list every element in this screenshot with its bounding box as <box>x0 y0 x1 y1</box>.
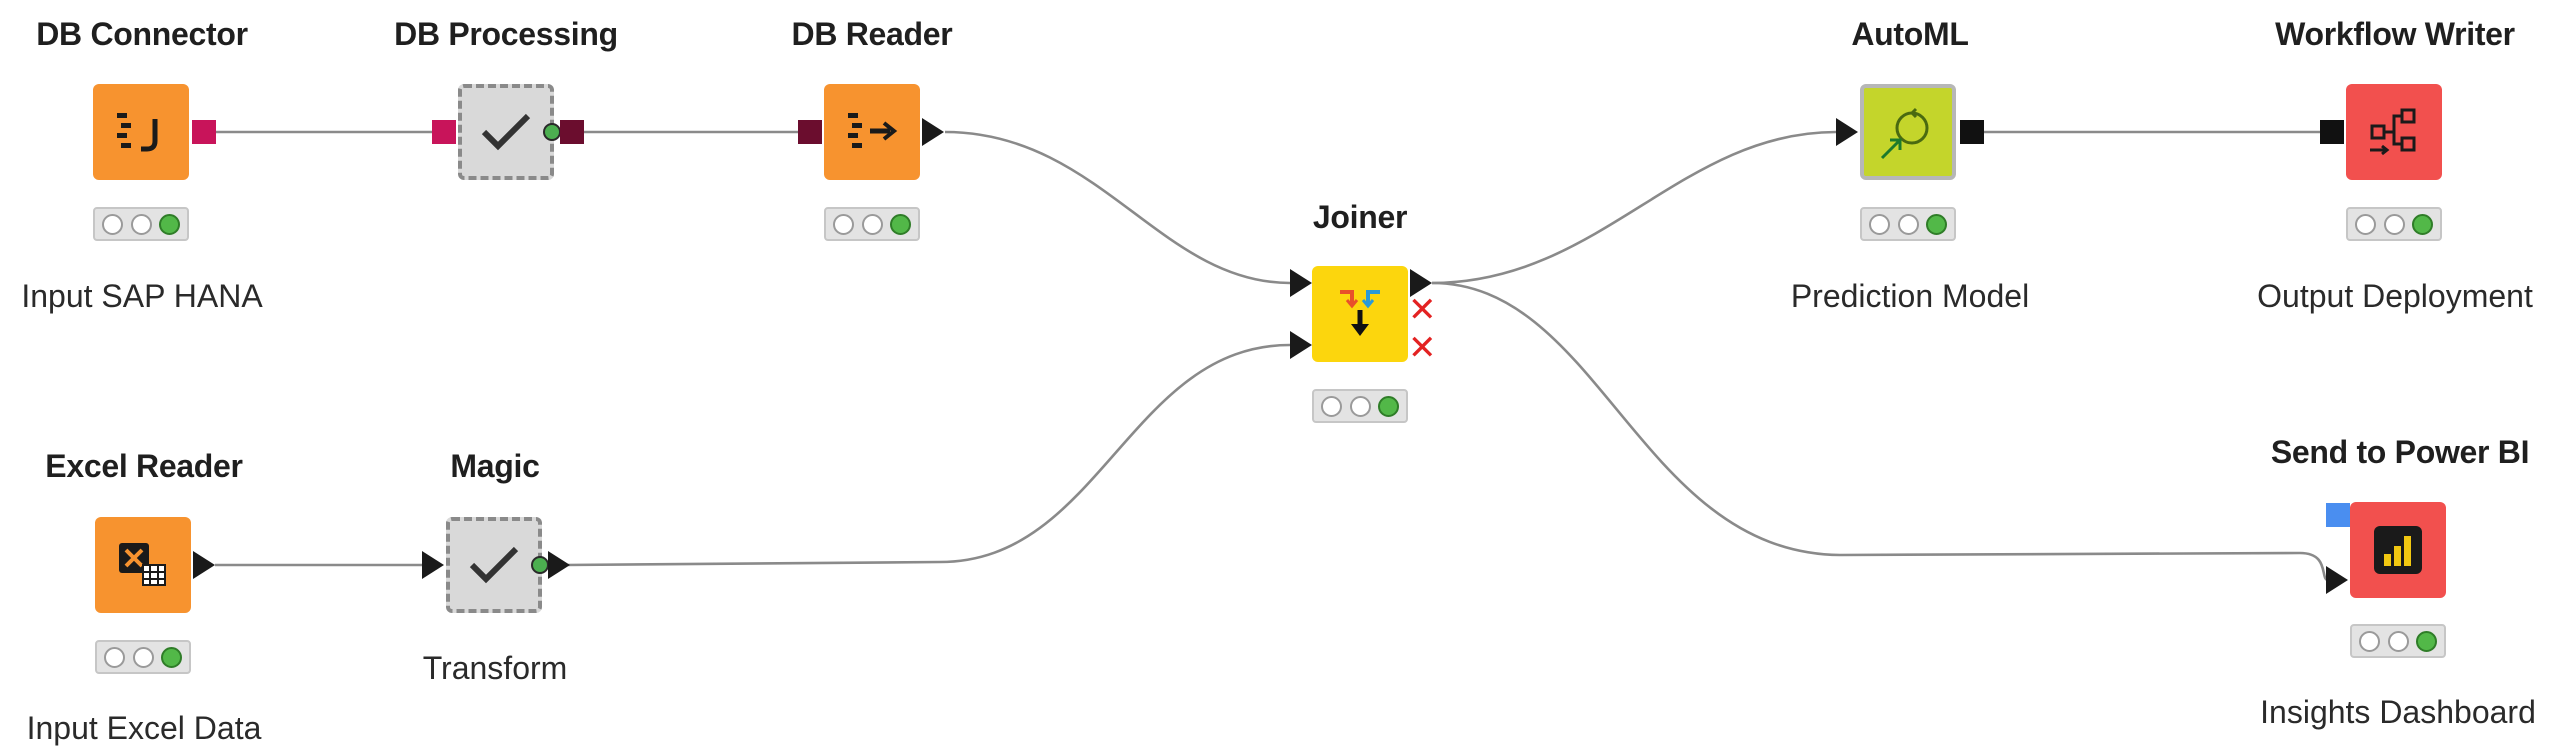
status-light-red <box>1869 213 1891 235</box>
db-processing-output-port[interactable] <box>560 120 584 144</box>
wire-magic-joiner[interactable] <box>564 343 1291 567</box>
automl-title: AutoML <box>1851 16 1969 52</box>
db-reader-status <box>824 207 920 241</box>
automl-label[interactable]: Prediction Model <box>1790 278 2030 314</box>
db-reader-input-port[interactable] <box>798 120 822 144</box>
send-power-bi-input-port[interactable] <box>2326 566 2348 594</box>
workflow-writer-label[interactable]: Output Deployment <box>2257 278 2533 314</box>
status-light-green <box>889 213 911 235</box>
status-light-red <box>1321 395 1343 417</box>
status-light-red <box>2359 630 2381 652</box>
wire-dbreader-joiner[interactable] <box>944 130 1291 285</box>
workflow-writer-input-port[interactable] <box>2320 120 2344 144</box>
send-power-bi-node[interactable] <box>2350 502 2446 598</box>
magic-title: Magic <box>450 448 540 484</box>
automl-node[interactable] <box>1860 84 1956 180</box>
db-reader-output-port[interactable] <box>922 118 944 146</box>
excel-reader-output-port[interactable] <box>193 551 215 579</box>
checkmark-icon <box>469 546 519 584</box>
send-power-bi-title: Send to Power BI <box>2270 434 2530 470</box>
magic-output-port[interactable] <box>548 551 570 579</box>
status-light-yellow <box>1349 395 1371 417</box>
workflow-writer-icon <box>2370 108 2416 156</box>
db-processing-node[interactable] <box>458 84 554 180</box>
excel-reader-icon <box>119 543 166 586</box>
excel-reader-status <box>95 640 191 674</box>
status-light-yellow <box>2383 213 2405 235</box>
joiner-icon <box>1340 290 1380 336</box>
status-light-red <box>102 213 124 235</box>
inactive-port-x-icon: ✕ <box>1408 329 1437 367</box>
db-reader-title: DB Reader <box>791 16 953 52</box>
power-bi-icon <box>2374 526 2422 574</box>
workflow-writer-status <box>2346 207 2442 241</box>
wire-joiner-powerbi[interactable] <box>1431 281 2329 582</box>
db-connector-output-port[interactable] <box>192 120 216 144</box>
joiner-left-input-port[interactable] <box>1290 269 1312 297</box>
status-light-yellow <box>130 213 152 235</box>
joiner-right-input-port[interactable] <box>1290 331 1312 359</box>
status-light-red <box>104 646 126 668</box>
excel-reader-node[interactable] <box>95 517 191 613</box>
flow-variable-port[interactable] <box>543 123 561 141</box>
checkmark-icon <box>481 113 531 151</box>
db-connector-status <box>93 207 189 241</box>
status-light-green <box>160 646 182 668</box>
db-connector-icon <box>117 113 158 152</box>
magic-input-port[interactable] <box>422 551 444 579</box>
status-light-yellow <box>1897 213 1919 235</box>
wire-joiner-automl[interactable] <box>1431 130 1837 285</box>
status-light-green <box>2415 630 2437 652</box>
flow-variable-port[interactable] <box>531 556 549 574</box>
db-connector-title: DB Connector <box>36 16 248 52</box>
status-light-green <box>1377 395 1399 417</box>
magic-node[interactable] <box>446 517 542 613</box>
automl-status <box>1860 207 1956 241</box>
status-light-yellow <box>132 646 154 668</box>
send-power-bi-status <box>2350 624 2446 658</box>
excel-reader-label[interactable]: Input Excel Data <box>26 710 262 746</box>
db-connector-label[interactable]: Input SAP HANA <box>21 278 263 314</box>
status-light-green <box>1925 213 1947 235</box>
status-light-green <box>2411 213 2433 235</box>
db-processing-title: DB Processing <box>394 16 618 52</box>
status-light-red <box>2355 213 2377 235</box>
excel-reader-title: Excel Reader <box>45 448 243 484</box>
automl-icon <box>1880 107 1929 160</box>
db-processing-input-port[interactable] <box>432 120 456 144</box>
db-reader-icon <box>848 113 898 148</box>
send-power-bi-label[interactable]: Insights Dashboard <box>2260 694 2536 730</box>
magic-label[interactable]: Transform <box>422 650 568 686</box>
workflow-writer-node[interactable] <box>2346 84 2442 180</box>
joiner-title: Joiner <box>1312 199 1408 235</box>
automl-input-port[interactable] <box>1836 118 1858 146</box>
workflow-writer-title: Workflow Writer <box>2275 16 2515 52</box>
status-light-green <box>158 213 180 235</box>
joiner-output-port[interactable] <box>1410 269 1432 297</box>
automl-model-output-port[interactable] <box>1960 120 1984 144</box>
db-reader-node[interactable] <box>824 84 920 180</box>
status-light-yellow <box>2387 630 2409 652</box>
status-light-yellow <box>861 213 883 235</box>
joiner-node[interactable] <box>1312 266 1408 362</box>
status-light-red <box>833 213 855 235</box>
joiner-status <box>1312 389 1408 423</box>
credentials-input-port[interactable] <box>2326 503 2350 527</box>
db-connector-node[interactable] <box>93 84 189 180</box>
inactive-port-x-icon: ✕ <box>1408 291 1437 329</box>
